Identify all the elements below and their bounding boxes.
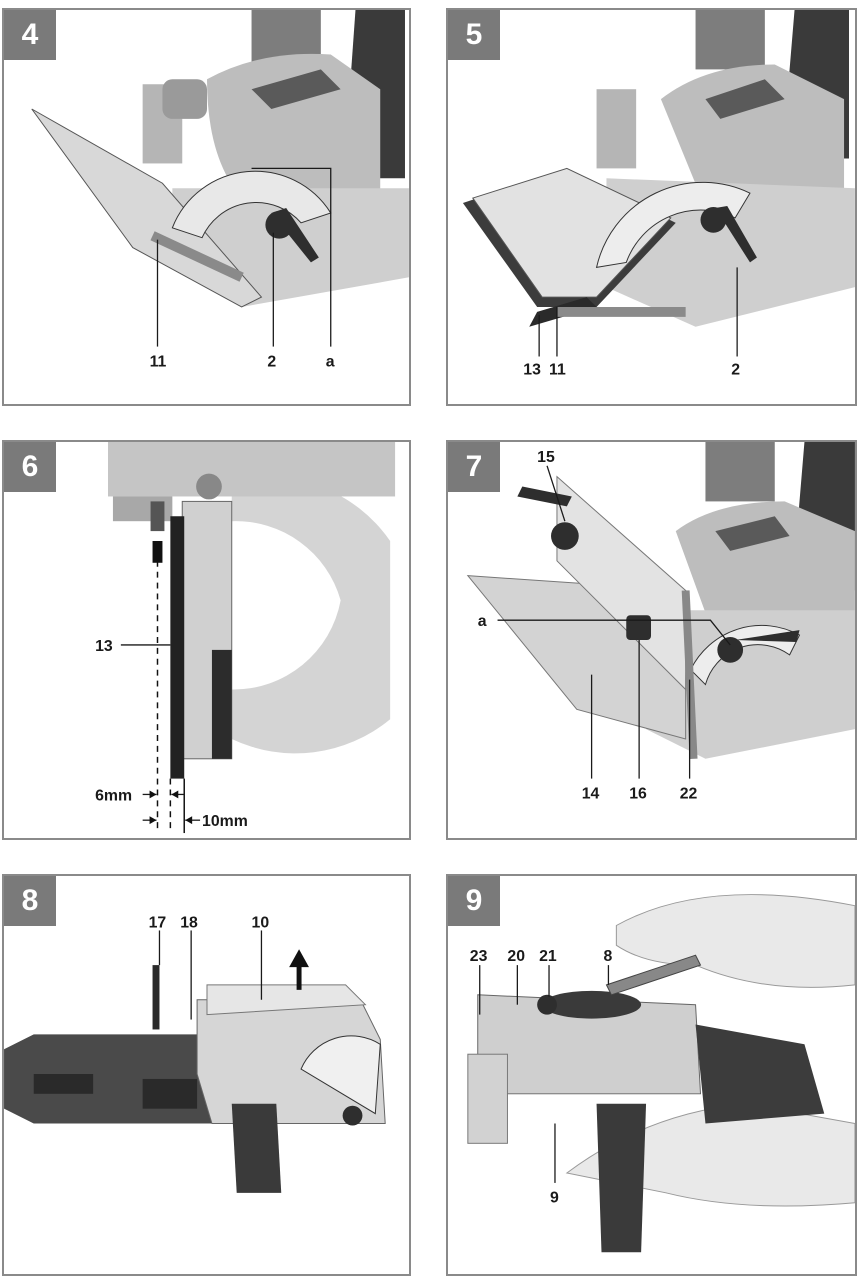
illustration-fence-plate-setup: 15 a 14 16 22 [466,442,855,802]
illustration-cover-removal: 17 18 10 [4,914,386,1193]
figure-number-badge: 8 [4,876,56,926]
part-label: 2 [731,361,740,378]
part-label: a [478,613,487,630]
illustration-tool-fence-angle: 11 2 a [31,10,409,370]
part-label: 16 [629,785,647,802]
figure-panel-6: 6 13 6mm 10mm [2,440,411,840]
part-label: 18 [180,914,198,931]
figure-number-badge: 7 [448,442,500,492]
part-label: 2 [267,353,276,370]
figure-panel-8: 8 17 18 10 [2,874,411,1276]
part-label: 13 [95,638,113,655]
part-label: 22 [680,785,698,802]
dimension-label: 10mm [202,813,248,830]
figure-number-badge: 5 [448,10,500,60]
figure-number-badge: 4 [4,10,56,60]
figure-panel-4: 4 11 2 a [2,8,411,406]
part-label: 14 [582,785,600,802]
part-label: 21 [539,948,557,965]
illustration-pad-offset: 13 6mm 10mm [95,442,396,834]
part-label: 13 [523,361,541,378]
figure-panel-9: 9 23 20 21 8 9 [446,874,857,1276]
part-label: 17 [149,914,167,931]
illustration-blade-change: 23 20 21 8 9 [467,894,855,1253]
part-label: 10 [252,914,270,931]
figure-number-badge: 6 [4,442,56,492]
part-label: 20 [507,948,525,965]
part-label: 23 [470,948,488,965]
figure-panel-7: 7 15 a 14 16 22 [446,440,857,840]
illustration-fence-with-pad: 13 11 2 [462,10,855,378]
figure-panel-5: 5 13 11 2 [446,8,857,406]
part-label: 11 [549,361,566,378]
figure-number-badge: 9 [448,876,500,926]
part-label: 9 [550,1190,559,1207]
part-label: 15 [537,449,555,466]
dimension-label: 6mm [95,787,132,804]
part-label: 8 [603,948,612,965]
part-label: a [326,353,335,370]
part-label: 11 [150,353,167,370]
